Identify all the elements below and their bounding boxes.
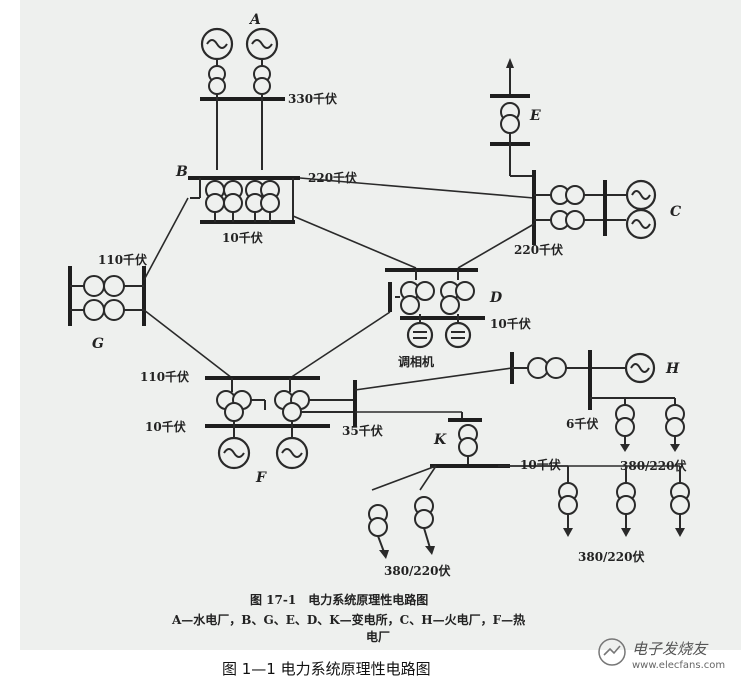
voltage-10kv-b: 10千伏 — [222, 230, 263, 245]
figure-title: 图 1—1 电力系统原理性电路图 — [222, 660, 431, 678]
label-h: H — [665, 361, 680, 377]
line-f-to-h — [354, 367, 513, 391]
voltage-35kv-f: 35千伏 — [342, 423, 383, 438]
label-d: D — [489, 290, 503, 306]
arrow-down-icon — [670, 444, 680, 452]
substation-g — [68, 266, 146, 326]
inner-caption-legend-line2: 电厂 — [366, 629, 390, 644]
inner-caption-legend-line1: A—水电厂，B、G、E、D、K—变电所，C、H—火电厂，F—热 — [171, 612, 525, 627]
label-k: K — [433, 432, 447, 448]
voltage-110kv-f: 110千伏 — [140, 369, 189, 384]
chp-plant-f — [205, 376, 357, 470]
voltage-330kv: 330千伏 — [288, 91, 337, 106]
label-e: E — [529, 108, 541, 124]
label-f: F — [255, 470, 267, 486]
label-g: G — [92, 336, 104, 352]
label-c: C — [670, 204, 681, 220]
arrow-down-icon — [425, 546, 435, 555]
watermark-url: www.elecfans.com — [632, 660, 725, 671]
substation-k — [368, 412, 690, 559]
line-b-to-d — [292, 215, 417, 269]
condenser-icon — [444, 321, 472, 349]
thermal-plant-h — [510, 350, 685, 452]
arrow-up-icon — [506, 58, 514, 68]
watermark-logo: 电子发烧友 www.elecfans.com — [598, 638, 725, 671]
line-g-to-f — [143, 309, 233, 379]
condenser-icon — [406, 321, 434, 349]
voltage-110kv-g: 110千伏 — [98, 252, 147, 267]
voltage-10kv-k: 10千伏 — [520, 457, 561, 472]
label-a: A — [248, 12, 261, 28]
thermal-plant-c — [532, 170, 657, 245]
substation-e — [490, 58, 534, 177]
line-b-to-c — [299, 177, 535, 199]
line-d-to-f — [289, 311, 391, 379]
substation-b — [188, 176, 300, 224]
inner-caption-title: 图 17-1 电力系统原理性电路图 — [250, 592, 428, 607]
transformer-icon — [83, 299, 105, 321]
watermark-brand: 电子发烧友 — [632, 640, 709, 658]
synchronous-condenser-label: 调相机 — [398, 354, 434, 369]
voltage-380v-k-right: 380/220伏 — [578, 549, 644, 564]
voltage-10kv-f: 10千伏 — [145, 419, 186, 434]
arrow-down-icon — [675, 528, 685, 537]
substation-d — [385, 268, 485, 349]
voltage-10kv-d: 10千伏 — [490, 316, 531, 331]
line-c-to-d — [457, 223, 535, 269]
logo-circle-icon — [598, 638, 626, 666]
arrow-down-icon — [379, 550, 389, 559]
label-b: B — [175, 164, 188, 180]
voltage-220kv-c: 220千伏 — [514, 242, 563, 257]
voltage-6kv-h: 6千伏 — [566, 416, 598, 431]
arrow-down-icon — [621, 528, 631, 537]
arrow-down-icon — [563, 528, 573, 537]
transformer-icon — [83, 275, 105, 297]
arrow-down-icon — [620, 444, 630, 452]
line-g-to-b — [143, 197, 189, 281]
hydro-plant-a — [200, 27, 285, 170]
voltage-380v-k-left: 380/220伏 — [384, 563, 450, 578]
